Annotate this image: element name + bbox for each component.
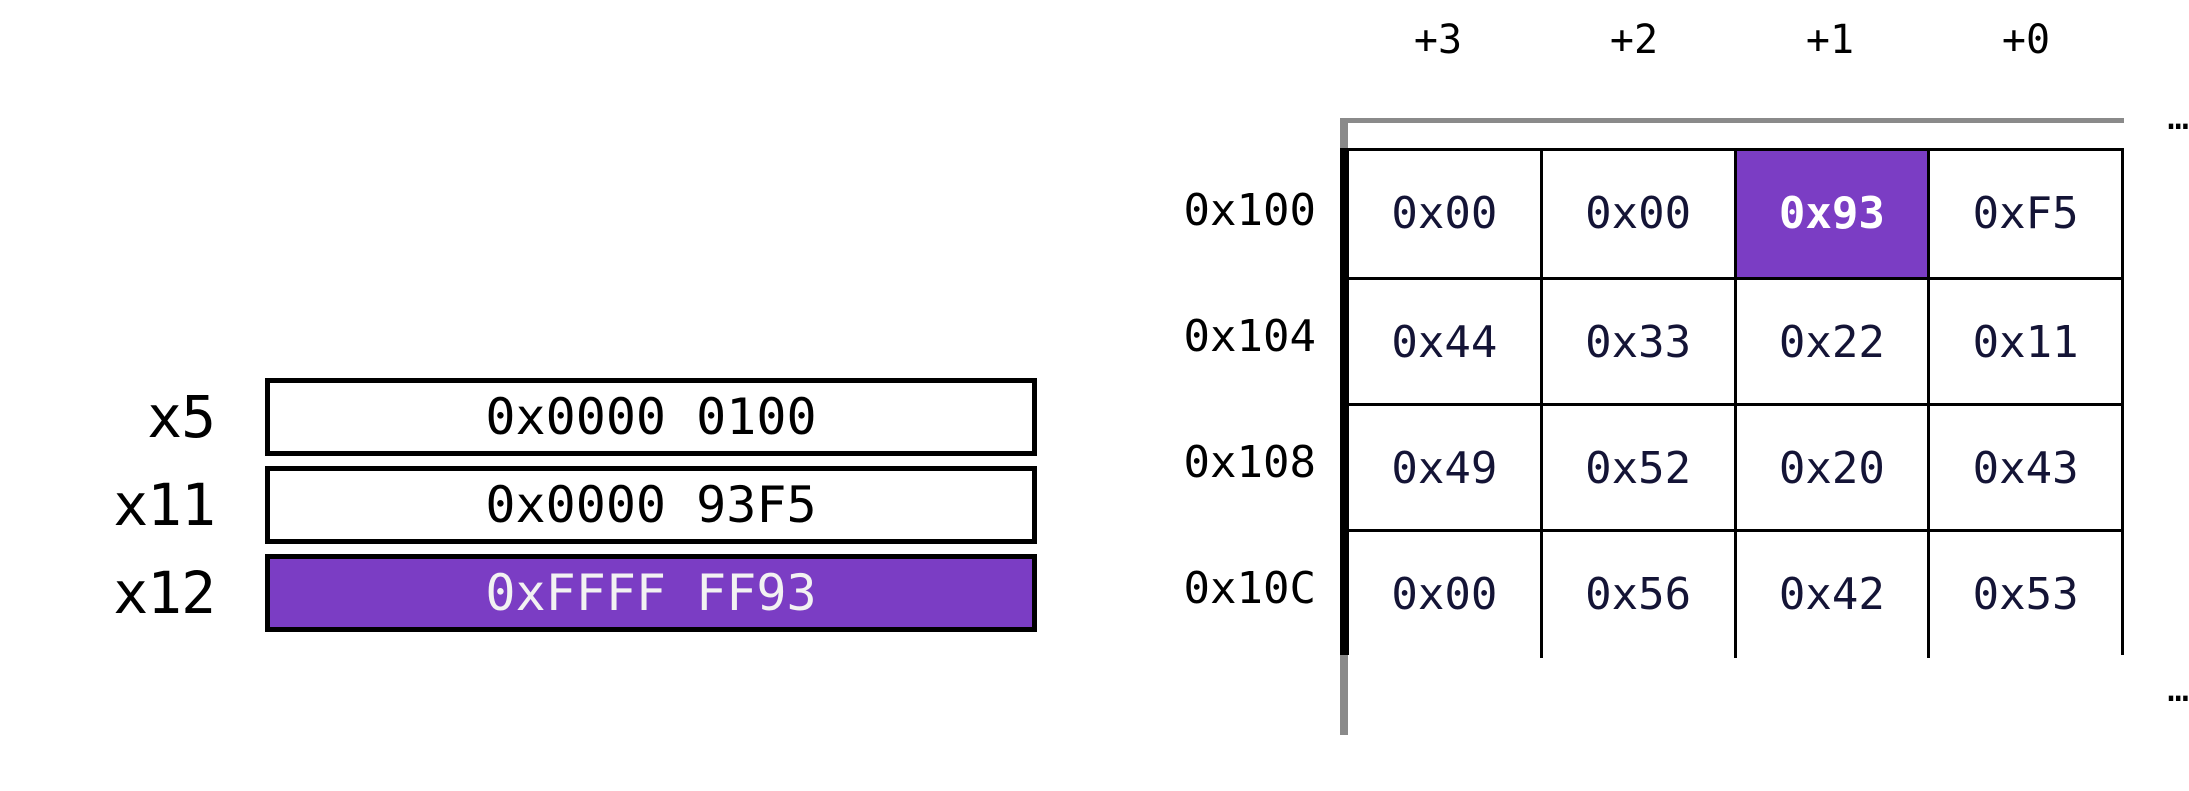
register-row: x11 0x0000 93F5	[0, 466, 1060, 544]
memory-cell: 0x49	[1349, 406, 1540, 532]
memory-continuation-rule-top	[1340, 118, 2124, 123]
memory-cell: 0x11	[1927, 280, 2121, 406]
memory-cell: 0x22	[1733, 280, 1928, 406]
memory-cell: 0x00	[1349, 532, 1540, 658]
memory-continuation-spine-top	[1340, 118, 1348, 148]
memory-row-label-0x104: 0x104	[1183, 311, 1316, 362]
column-header-plus1: +1	[1805, 17, 1855, 63]
memory-cell: 0x33	[1539, 280, 1734, 406]
memory-row: 0x00 0x00 0x93 0xF5	[1349, 151, 2121, 277]
memory-cell: 0x42	[1733, 532, 1928, 658]
register-row: x12 0xFFFF FF93	[0, 554, 1060, 632]
memory-ellipsis-bottom: …	[2167, 669, 2189, 710]
memory-row: 0x49 0x52 0x20 0x43	[1349, 403, 2121, 532]
memory-ellipsis-top: …	[2167, 97, 2189, 138]
register-label-x5: x5	[147, 383, 216, 451]
memory-table: +3 +2 +1 +0 … … 0x100 0x104 0x108 0x10C …	[1120, 0, 2189, 791]
memory-grid: 0x00 0x00 0x93 0xF5 0x44 0x33 0x22 0x11 …	[1340, 148, 2124, 658]
register-value-x11: 0x0000 93F5	[485, 476, 817, 534]
column-header-plus3: +3	[1413, 17, 1463, 63]
memory-cell: 0x20	[1733, 406, 1928, 532]
register-file: x5 0x0000 0100 x11 0x0000 93F5 x12 0xFFF…	[0, 370, 1060, 670]
register-label-x12: x12	[113, 559, 216, 627]
memory-continuation-spine-bottom	[1340, 655, 1348, 735]
column-header-plus2: +2	[1609, 17, 1659, 63]
memory-cell: 0x56	[1539, 532, 1734, 658]
memory-column-headers: +3 +2 +1 +0	[1340, 10, 2124, 70]
memory-cell-highlighted: 0x93	[1733, 151, 1928, 277]
memory-cell: 0x53	[1927, 532, 2121, 658]
memory-cell: 0x43	[1927, 406, 2121, 532]
memory-cell: 0x00	[1349, 151, 1540, 277]
memory-row-label-0x10C: 0x10C	[1183, 563, 1316, 614]
memory-cell: 0xF5	[1927, 151, 2121, 277]
register-value-x12: 0xFFFF FF93	[485, 564, 817, 622]
memory-row: 0x00 0x56 0x42 0x53	[1349, 529, 2121, 658]
memory-row-label-0x100: 0x100	[1183, 185, 1316, 236]
memory-cell: 0x44	[1349, 280, 1540, 406]
register-value-x5: 0x0000 0100	[485, 388, 817, 446]
memory-row-label-0x108: 0x108	[1183, 437, 1316, 488]
memory-cell: 0x00	[1539, 151, 1734, 277]
memory-row: 0x44 0x33 0x22 0x11	[1349, 277, 2121, 406]
register-label-x11: x11	[113, 471, 216, 539]
column-header-plus0: +0	[2001, 17, 2051, 63]
register-box-x12: 0xFFFF FF93	[265, 554, 1037, 632]
register-row: x5 0x0000 0100	[0, 378, 1060, 456]
register-box-x11: 0x0000 93F5	[265, 466, 1037, 544]
register-box-x5: 0x0000 0100	[265, 378, 1037, 456]
memory-cell: 0x52	[1539, 406, 1734, 532]
